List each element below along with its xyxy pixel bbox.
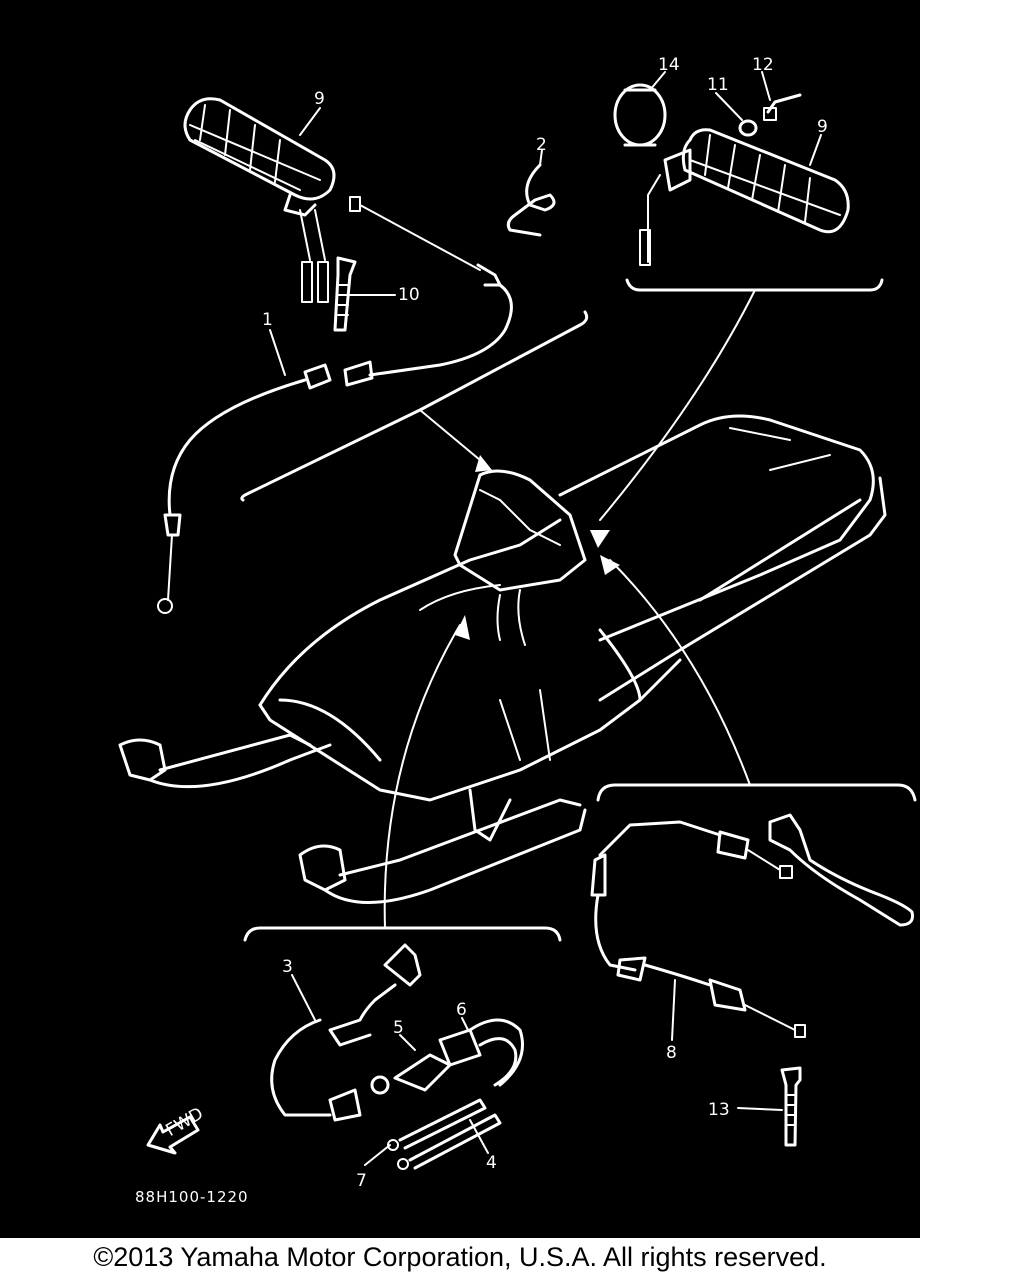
- callout-11: 11: [707, 75, 729, 95]
- callout-10: 10: [398, 285, 420, 305]
- wire-clip: [506, 163, 556, 237]
- callout-13: 13: [708, 1100, 730, 1120]
- group-brackets: [240, 278, 917, 942]
- cable-tie-strap: [333, 256, 357, 332]
- callout-5: 5: [393, 1018, 404, 1038]
- left-handlebar-grip: [183, 97, 336, 303]
- callout-6: 6: [456, 1000, 467, 1020]
- callout-3: 3: [282, 957, 293, 977]
- callout-9-left-grip: 9: [314, 89, 325, 109]
- forward-direction-arrow: FWD: [146, 1104, 207, 1155]
- callout-8: 8: [666, 1043, 677, 1063]
- right-handlebar-grip: [613, 83, 850, 266]
- snowmobile-illustration: [118, 414, 887, 904]
- callout-4: 4: [486, 1153, 497, 1173]
- fwd-label: FWD: [163, 1104, 207, 1141]
- copyright-notice: ©2013 Yamaha Motor Corporation, U.S.A. A…: [93, 1242, 827, 1272]
- callout-14: 14: [658, 55, 680, 75]
- callout-9-right-grip: 9: [817, 117, 828, 137]
- diagram-code: 88H100-1220: [135, 1188, 249, 1206]
- ignition-switch-assembly: [270, 943, 524, 1170]
- leader-lines: [269, 71, 822, 1166]
- throttle-cable: [157, 196, 513, 614]
- brake-lever-assembly: [590, 813, 914, 1147]
- callout-2: 2: [536, 135, 547, 155]
- parts-diagram: FWD 9 10 1 2 14 11 12 9 3 5 6 7 4 8 13 8…: [0, 0, 920, 1238]
- callout-12: 12: [752, 55, 774, 75]
- callout-1: 1: [262, 310, 273, 330]
- callout-7: 7: [356, 1171, 367, 1191]
